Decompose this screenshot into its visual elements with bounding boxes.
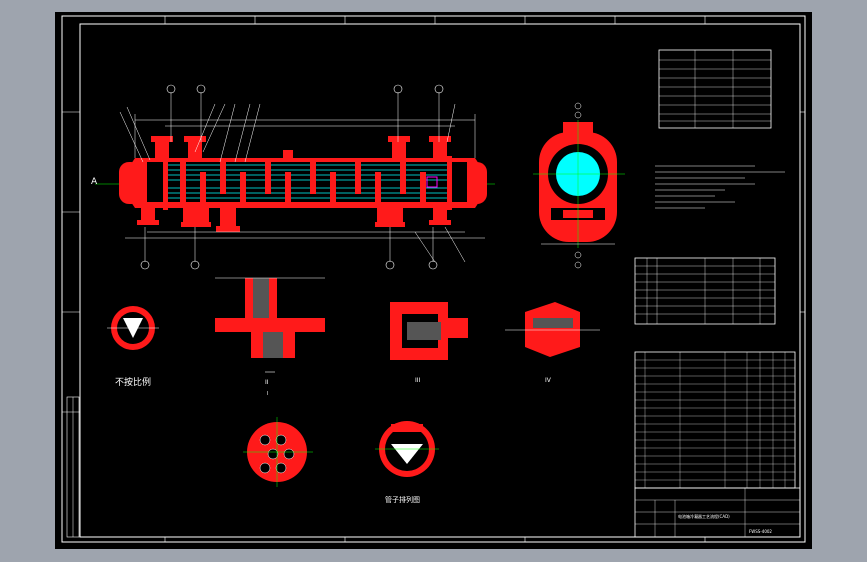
baffles bbox=[163, 156, 452, 210]
drawing-number: FWSS-4002 bbox=[749, 529, 772, 534]
parts-list bbox=[634, 351, 796, 489]
tube-layout-view bbox=[243, 417, 313, 487]
zone-ticks bbox=[62, 16, 805, 542]
top-nozzles bbox=[151, 136, 451, 160]
detail-III-view: III bbox=[390, 302, 468, 384]
vessel-elevation: A bbox=[91, 84, 495, 270]
scale-note-view: 不按比例 bbox=[107, 306, 159, 388]
tube-layout-label: 管子排列图 bbox=[385, 495, 420, 504]
detail-III-label: III bbox=[415, 377, 421, 384]
detail-II-scale: I bbox=[267, 391, 268, 397]
detail-IV-view: IV bbox=[505, 302, 600, 384]
sight-marker bbox=[426, 176, 438, 188]
vessel-end-view bbox=[533, 102, 625, 269]
technical-notes bbox=[655, 165, 785, 209]
nozzle-callouts bbox=[140, 84, 444, 270]
detail-II-view: II I bbox=[215, 277, 325, 397]
nozzle-table bbox=[634, 257, 776, 325]
title-text: 电池箱冷凝器工艺流程(CAD) bbox=[678, 513, 730, 519]
outer-frame bbox=[61, 15, 806, 543]
detail-IV-label: IV bbox=[545, 377, 552, 384]
tube-arrangement-view: 管子排列图 bbox=[375, 421, 439, 504]
scale-note: 不按比例 bbox=[115, 376, 151, 388]
design-data-table bbox=[658, 49, 772, 129]
bottom-nozzles-saddles bbox=[137, 206, 451, 232]
engineering-drawing: A bbox=[61, 15, 806, 543]
inner-frame bbox=[79, 23, 801, 538]
detail-II-label: II bbox=[265, 379, 269, 386]
title-block: 电池箱冷凝器工艺流程(CAD) FWSS-4002 bbox=[634, 487, 801, 538]
dimension-lines bbox=[119, 92, 485, 263]
left-view-mark: A bbox=[91, 177, 98, 187]
cad-viewport[interactable]: A bbox=[55, 12, 812, 549]
